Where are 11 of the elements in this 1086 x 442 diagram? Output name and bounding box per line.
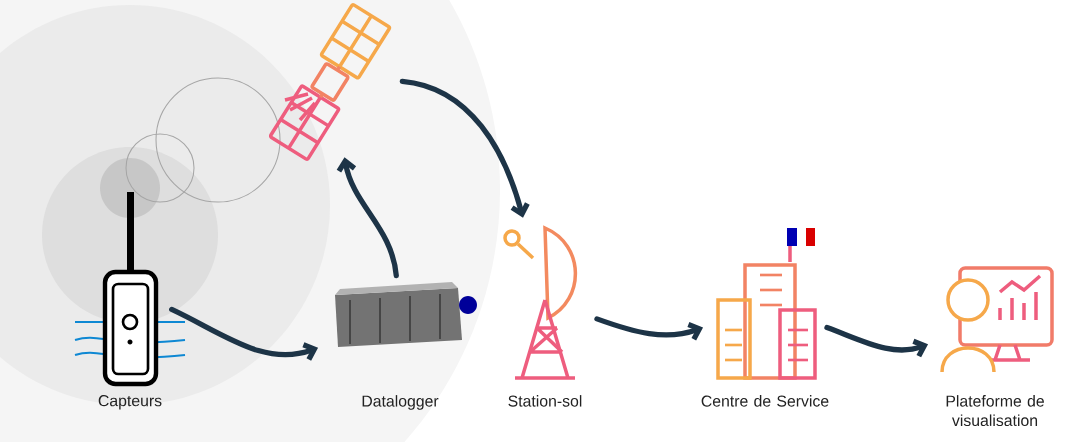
node-label: Plateforme de visualisation: [946, 395, 1044, 427]
curved-arrow: [336, 157, 399, 279]
curved-arrow: [169, 306, 319, 361]
curved-arrow: [399, 78, 530, 218]
curved-arrow: [824, 324, 929, 358]
satellite-drawing: [268, 3, 392, 161]
node-label: Capteurs: [98, 395, 162, 410]
node-label: Centre de Service: [701, 395, 829, 407]
curved-arrow: [594, 316, 704, 341]
node-label: Datalogger: [362, 395, 439, 410]
node-label: Station-sol: [508, 395, 582, 407]
